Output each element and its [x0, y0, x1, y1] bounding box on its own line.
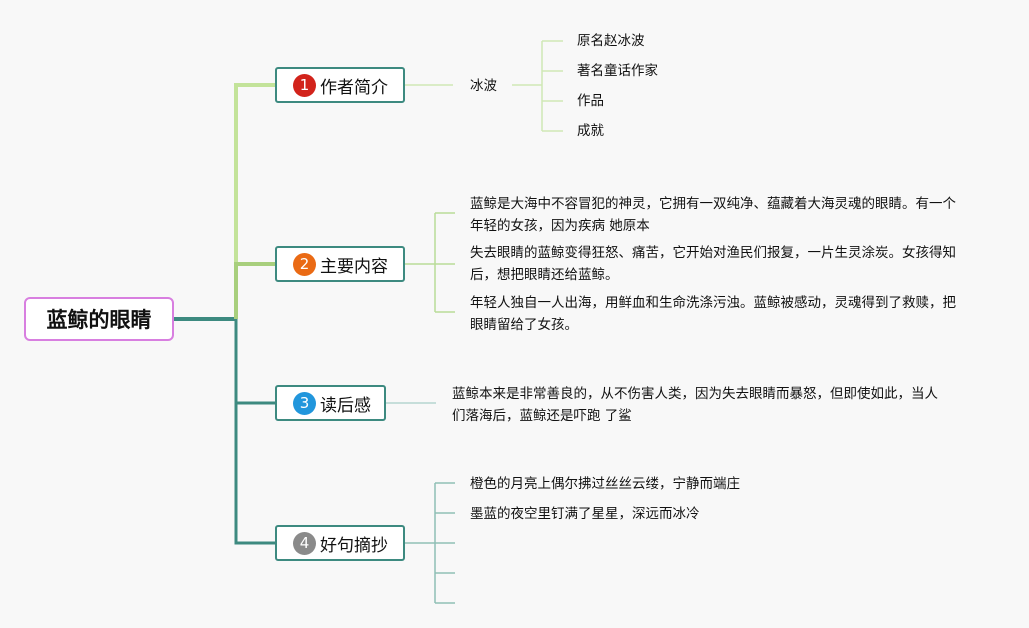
- branch-label: 好句摘抄: [320, 535, 388, 556]
- author-name-node[interactable]: 冰波: [470, 78, 497, 94]
- number-badge-1: 1: [293, 73, 316, 97]
- connector-branch-4: [234, 319, 275, 545]
- branch-label: 主要内容: [320, 256, 388, 277]
- number-badge-4: 4: [293, 531, 316, 555]
- root-title: 蓝鲸的眼睛: [46, 308, 152, 332]
- branch-author-intro[interactable]: 1 作者简介: [275, 67, 405, 103]
- connector-branch-2: [234, 262, 275, 319]
- author-detail-node[interactable]: 原名赵冰波: [577, 33, 645, 49]
- author-detail-node[interactable]: 作品: [577, 93, 604, 109]
- connector-branch-1: [234, 83, 275, 319]
- root-topic[interactable]: 蓝鲸的眼睛: [24, 297, 174, 341]
- number-badge-2: 2: [293, 252, 316, 276]
- content-node[interactable]: 失去眼睛的蓝鲸变得狂怒、痛苦，它开始对渔民们报复，一片生灵涂炭。女孩得知后，想把…: [470, 245, 956, 283]
- branch-reflection[interactable]: 3 读后感: [275, 385, 386, 421]
- number-badge-3: 3: [293, 391, 316, 415]
- branch-main-content[interactable]: 2 主要内容: [275, 246, 405, 282]
- quote-node[interactable]: 橙色的月亮上偶尔拂过丝丝云缕，宁静而端庄: [470, 476, 740, 492]
- quote-node[interactable]: 墨蓝的夜空里钉满了星星，深远而冰冷: [470, 506, 700, 522]
- branch-label: 作者简介: [320, 77, 388, 98]
- content-node[interactable]: 蓝鲸是大海中不容冒犯的神灵，它拥有一双纯净、蕴藏着大海灵魂的眼睛。有一个年轻的女…: [470, 196, 956, 234]
- author-detail-node[interactable]: 成就: [577, 123, 604, 139]
- branch-label: 读后感: [320, 395, 371, 416]
- reflection-node[interactable]: 蓝鲸本来是非常善良的，从不伤害人类，因为失去眼睛而暴怒，但即使如此，当人们落海后…: [452, 386, 938, 424]
- branch-quotes[interactable]: 4 好句摘抄: [275, 525, 405, 561]
- author-detail-node[interactable]: 著名童话作家: [577, 63, 658, 79]
- content-node[interactable]: 年轻人独自一人出海，用鲜血和生命洗涤污浊。蓝鲸被感动，灵魂得到了救赎，把眼睛留给…: [470, 295, 956, 333]
- connector-branch-3: [234, 319, 275, 405]
